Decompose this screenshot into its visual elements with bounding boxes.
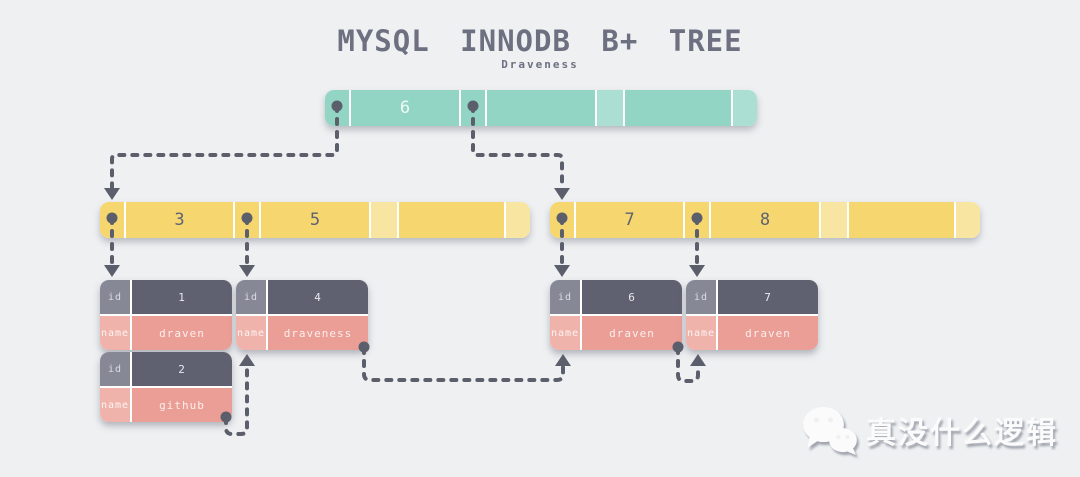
link-root-to-left bbox=[110, 104, 339, 191]
record-id-value: 2 bbox=[132, 352, 232, 386]
arrowhead-down bbox=[104, 188, 120, 200]
record-name-label: name bbox=[236, 316, 266, 350]
root-pointer-cell-2 bbox=[461, 90, 485, 126]
right-key-1: 7 bbox=[624, 210, 635, 230]
diagram-subtitle: Draveness bbox=[501, 58, 579, 71]
root-key-cell-3 bbox=[625, 90, 731, 126]
right-pointer-cell-2 bbox=[685, 202, 709, 238]
record-name-label: name bbox=[550, 316, 580, 350]
record-table-id-7: id 7 name draven bbox=[686, 280, 818, 350]
record-name-label: name bbox=[686, 316, 716, 350]
record-id-value: 7 bbox=[718, 280, 818, 314]
watermark: 真没什么逻辑 bbox=[802, 405, 1058, 455]
diagram-title: MYSQL INNODB B+ TREE bbox=[337, 24, 743, 58]
record-name-value: github bbox=[132, 388, 232, 422]
root-key-cell-1: 6 bbox=[351, 90, 459, 126]
wechat-icon bbox=[803, 406, 857, 455]
arrowhead-up bbox=[555, 354, 571, 366]
record-id-label: id bbox=[550, 280, 580, 314]
arrowhead-down bbox=[554, 265, 570, 277]
record-name-value: draven bbox=[582, 316, 682, 350]
record-name-value: draven bbox=[132, 316, 232, 350]
right-pointer-cell-4 bbox=[956, 202, 980, 238]
root-pointer-cell-1 bbox=[325, 90, 349, 126]
left-key-cell-2: 5 bbox=[261, 202, 369, 238]
left-key-cell-1: 3 bbox=[126, 202, 233, 238]
root-key-1: 6 bbox=[399, 98, 411, 118]
arrowhead-up bbox=[239, 354, 255, 366]
root-key-cell-2 bbox=[487, 90, 595, 126]
left-key-2: 5 bbox=[309, 210, 321, 230]
arrowhead-up bbox=[690, 354, 706, 366]
record-id-label: id bbox=[686, 280, 716, 314]
link-record-4-to-record-6 bbox=[362, 346, 565, 382]
record-table-id-2: id 2 name github bbox=[100, 352, 232, 422]
right-key-2: 8 bbox=[759, 210, 771, 230]
record-id-label: id bbox=[236, 280, 266, 314]
internal-node-right: 7 8 bbox=[550, 202, 980, 238]
left-pointer-cell-4 bbox=[506, 202, 530, 238]
root-pointer-cell-3 bbox=[597, 90, 623, 126]
right-pointer-cell-3 bbox=[821, 202, 847, 238]
record-name-label: name bbox=[100, 316, 130, 350]
record-id-value: 1 bbox=[132, 280, 232, 314]
right-key-cell-2: 8 bbox=[711, 202, 819, 238]
right-key-cell-3 bbox=[849, 202, 954, 238]
root-pointer-cell-4 bbox=[733, 90, 757, 126]
right-pointer-cell-1 bbox=[550, 202, 574, 238]
left-key-1: 3 bbox=[174, 210, 185, 230]
left-key-cell-3 bbox=[399, 202, 504, 238]
link-record-6-to-record-7 bbox=[676, 346, 700, 383]
record-id-label: id bbox=[100, 352, 130, 386]
record-name-label: name bbox=[100, 388, 130, 422]
record-table-id-6: id 6 name draven bbox=[550, 280, 682, 350]
arrowhead-down bbox=[554, 188, 570, 200]
left-pointer-cell-2 bbox=[235, 202, 259, 238]
arrowhead-down bbox=[104, 265, 120, 277]
record-table-id-1: id 1 name draven bbox=[100, 280, 232, 350]
record-id-value: 6 bbox=[582, 280, 682, 314]
record-name-value: draven bbox=[718, 316, 818, 350]
arrowhead-down bbox=[239, 265, 255, 277]
record-table-id-4: id 4 name draveness bbox=[236, 280, 368, 350]
internal-node-left: 3 5 bbox=[100, 202, 530, 238]
record-name-value: draveness bbox=[268, 316, 368, 350]
record-id-label: id bbox=[100, 280, 130, 314]
watermark-text: 真没什么逻辑 bbox=[866, 416, 1058, 451]
root-node: 6 bbox=[325, 90, 757, 126]
arrowhead-down bbox=[689, 265, 705, 277]
left-pointer-cell-3 bbox=[371, 202, 397, 238]
record-id-value: 4 bbox=[268, 280, 368, 314]
right-key-cell-1: 7 bbox=[576, 202, 683, 238]
left-pointer-cell-1 bbox=[100, 202, 124, 238]
